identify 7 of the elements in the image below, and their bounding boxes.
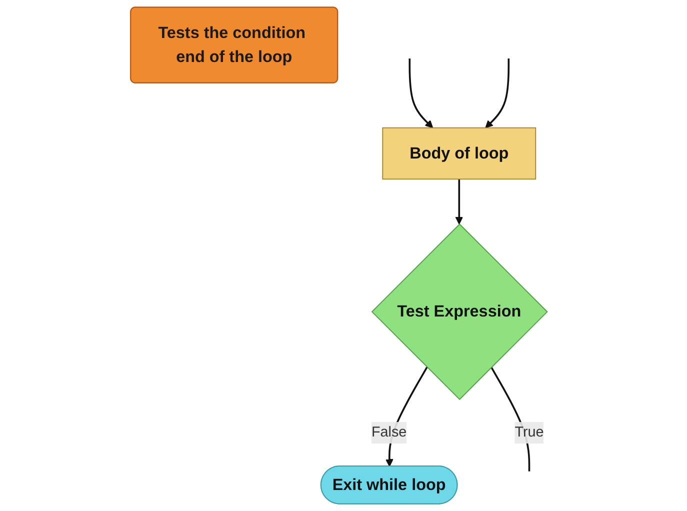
edge-label: False bbox=[372, 424, 407, 440]
node-diamond: Test Expression bbox=[371, 223, 548, 400]
edge-label: True bbox=[514, 424, 544, 440]
arrow bbox=[455, 179, 464, 224]
arrow bbox=[408, 58, 434, 128]
node-box: Body of loop bbox=[382, 127, 536, 180]
arrow bbox=[485, 58, 510, 128]
